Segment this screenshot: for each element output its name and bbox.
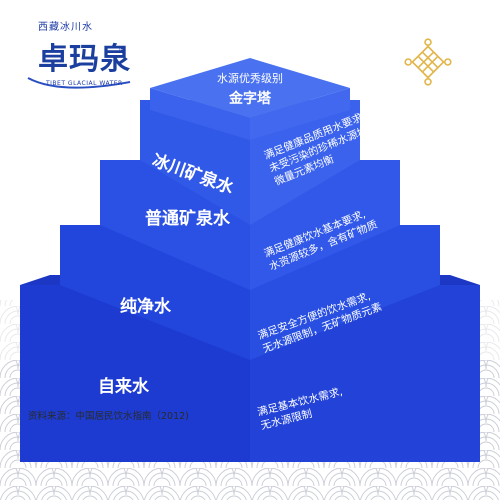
logo-english-line: TIBET GLACIAL WATER bbox=[46, 80, 123, 87]
pyramid-summit bbox=[150, 58, 350, 140]
summit-title: 金字塔 bbox=[229, 91, 271, 107]
tier-label-tap: 自来水 bbox=[98, 377, 149, 397]
brand-logo: 卓玛泉 bbox=[38, 42, 131, 77]
logo-swoosh bbox=[27, 77, 131, 89]
logo-tagline: 西藏冰川水 bbox=[38, 22, 93, 33]
summit-subtitle: 水源优秀级别 bbox=[217, 72, 283, 85]
tier-label-purified: 纯净水 bbox=[120, 297, 171, 317]
endless-knot-icon bbox=[404, 38, 452, 86]
registered-mark: ® bbox=[118, 46, 126, 55]
source-note: 资料来源：中国居民饮水指南（2012) bbox=[28, 411, 189, 422]
tier-label-mineral: 普通矿泉水 bbox=[145, 209, 230, 229]
